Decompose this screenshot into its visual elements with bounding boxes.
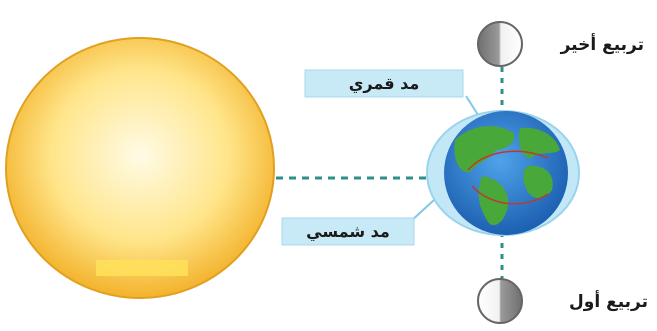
lunar-tide-label-box: مد قمري bbox=[305, 70, 463, 97]
moon-last-quarter-icon bbox=[478, 22, 522, 66]
lunar-tide-label: مد قمري bbox=[349, 74, 420, 94]
solar-tide-label-box: مد شمسي bbox=[282, 218, 414, 245]
earth-icon bbox=[427, 111, 579, 235]
first-quarter-label: تربيع أول bbox=[569, 290, 648, 312]
moon-first-quarter-icon bbox=[478, 279, 522, 323]
last-quarter-label: تربيع أخير bbox=[560, 33, 644, 55]
sun-icon bbox=[6, 38, 274, 298]
solar-tide-label: مد شمسي bbox=[306, 222, 390, 242]
